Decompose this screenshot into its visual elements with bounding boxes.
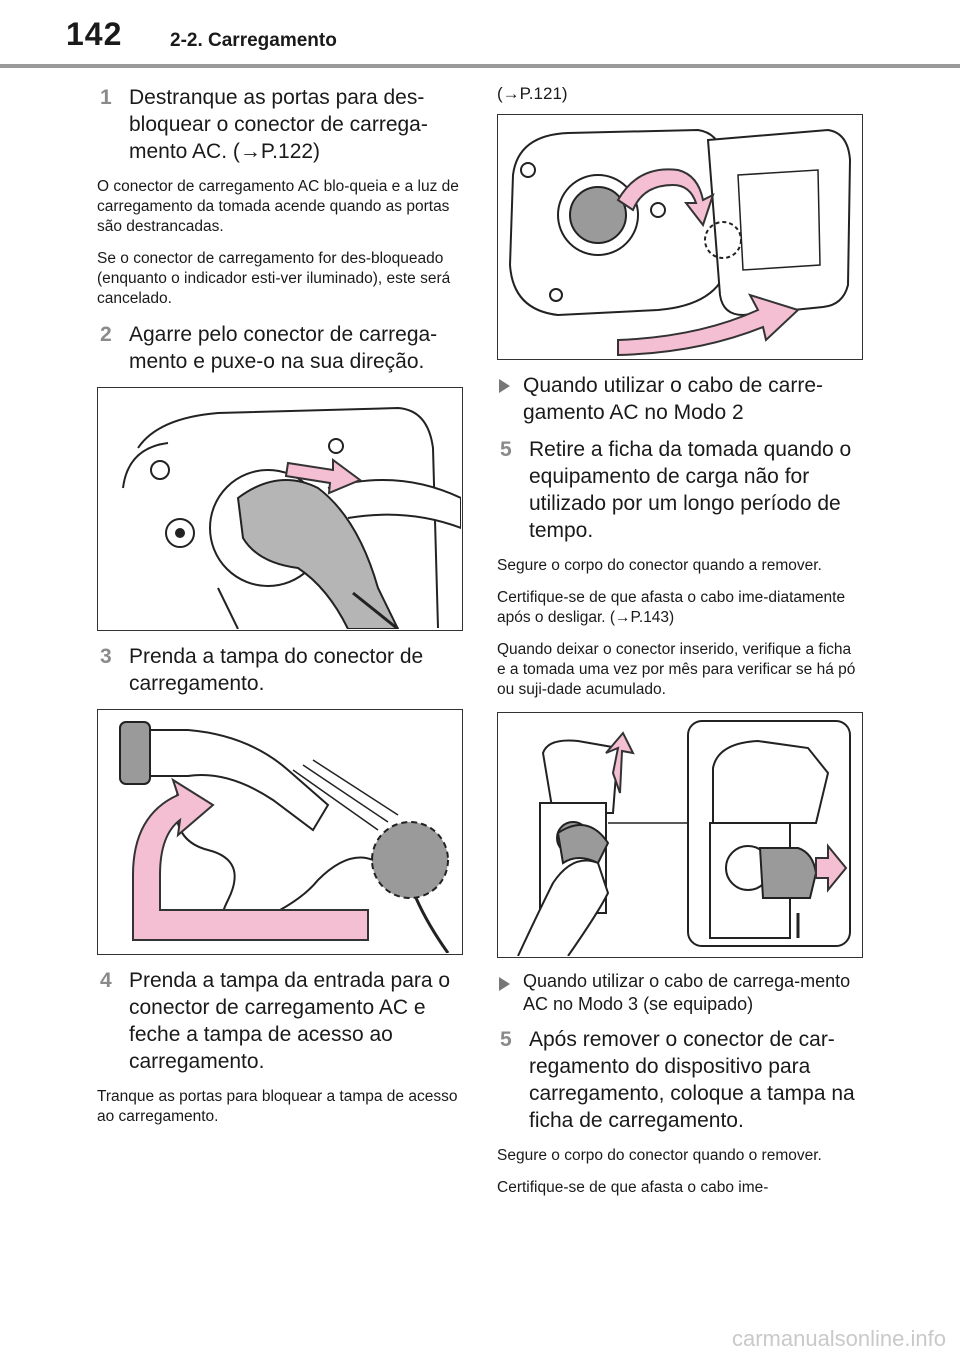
- left-column: 1 Destranque as portas para des-bloquear…: [97, 84, 463, 1139]
- step-number: 5: [500, 1028, 512, 1051]
- step-5-mode-2: 5 Retire a ficha da tomada quando o equi…: [497, 436, 863, 544]
- step-number: 5: [500, 438, 512, 461]
- step-text: Prenda a tampa da entrada para o conecto…: [129, 969, 451, 1073]
- note: Tranque as portas para bloquear a tampa …: [97, 1088, 458, 1125]
- figure-connector-cap: [97, 709, 463, 955]
- step-4: 4 Prenda a tampa da entrada para o conec…: [97, 967, 463, 1075]
- section-title: 2-2. Carregamento: [170, 30, 337, 51]
- illustration-pull-connector: [122, 406, 461, 629]
- figure-close-access-lid: [497, 114, 863, 360]
- step-text: Prenda a tampa do conector de carregamen…: [129, 645, 424, 695]
- bullet-triangle-icon: [499, 977, 510, 991]
- step-text: Destranque as portas para des-bloquear o…: [129, 86, 428, 163]
- step-text: Retire a ficha da tomada quando o equipa…: [529, 438, 852, 542]
- page-header: 142 2-2. Carregamento: [0, 0, 960, 70]
- step-2: 2 Agarre pelo conector de carrega-mento …: [97, 321, 463, 375]
- note: Certifique-se de que afasta o cabo ime-d…: [497, 589, 846, 626]
- note: O conector de carregamento AC blo-queia …: [97, 178, 459, 235]
- step-number: 4: [100, 969, 112, 992]
- step-5-mode-3: 5 Após remover o conector de car-regamen…: [497, 1026, 863, 1134]
- note: Segure o corpo do conector quando a remo…: [497, 557, 822, 574]
- note: Segure o corpo do conector quando o remo…: [497, 1147, 822, 1164]
- illustration-close-access-lid: [508, 128, 852, 357]
- bullet-text: Quando utilizar o cabo de carre-gamento …: [523, 374, 823, 424]
- illustration-unplug-socket: [517, 720, 851, 956]
- right-column: (→P.121) Quando utilizar o cabo de carre…: [497, 84, 863, 1210]
- figure-pull-connector: [97, 387, 463, 631]
- step-text: Após remover o conector de car-regamento…: [529, 1028, 855, 1132]
- illustration-connector-cap: [119, 721, 450, 953]
- step-number: 1: [100, 86, 112, 109]
- bullet-mode-3: Quando utilizar o cabo de carrega-mento …: [497, 970, 863, 1016]
- watermark: carmanualsonline.info: [731, 1326, 946, 1351]
- step-3: 3 Prenda a tampa do conector de carregam…: [97, 643, 463, 697]
- bullet-triangle-icon: [499, 379, 510, 393]
- step-1: 1 Destranque as portas para des-bloquear…: [97, 84, 463, 165]
- step-number: 2: [100, 323, 112, 346]
- page-reference: (→P.121): [497, 84, 568, 103]
- note: Quando deixar o conector inserido, verif…: [497, 641, 856, 698]
- bullet-text: Quando utilizar o cabo de carrega-mento …: [523, 971, 851, 1014]
- step-number: 3: [100, 645, 112, 668]
- note: Certifique-se de que afasta o cabo ime-: [497, 1179, 769, 1196]
- page-number: 142: [66, 16, 123, 52]
- note: Se o conector de carregamento for des-bl…: [97, 250, 451, 307]
- figure-unplug-socket: [497, 712, 863, 958]
- step-text: Agarre pelo conector de carrega-mento e …: [129, 323, 438, 373]
- header-divider: [0, 64, 960, 68]
- bullet-mode-2: Quando utilizar o cabo de carre-gamento …: [497, 372, 863, 426]
